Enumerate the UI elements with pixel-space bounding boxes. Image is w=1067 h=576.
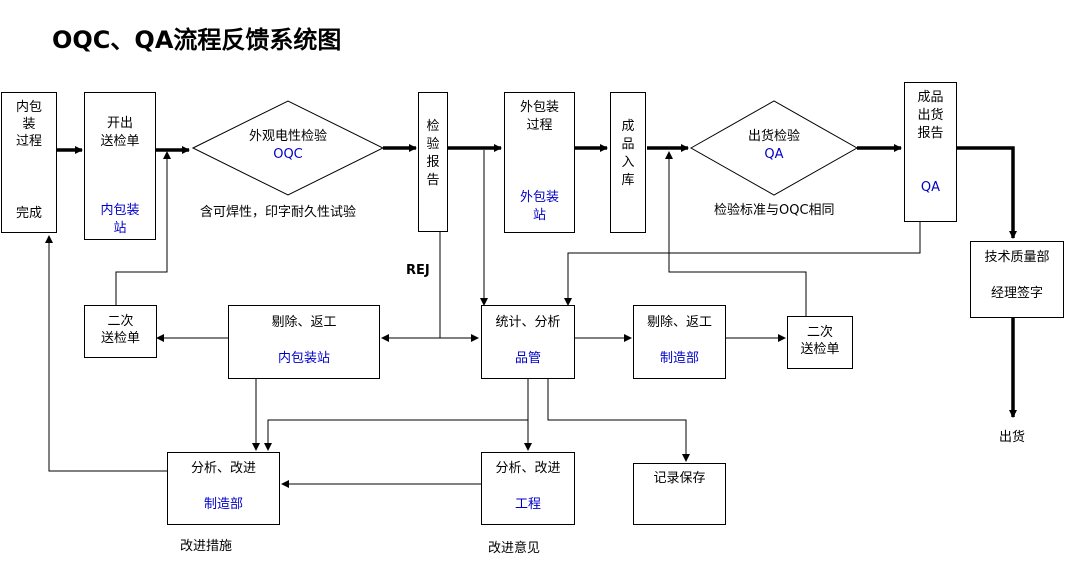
improve-mfg-caption: 改进措施 (180, 539, 233, 554)
arrow-improve-to-inner (45, 235, 167, 472)
issue-slip-dept-line1: 内包装 (100, 203, 140, 218)
fg-report-line3: 报告 (917, 126, 944, 141)
resubmit-left-box: 二次 送检单 (84, 305, 157, 358)
test-report-char: 告 (426, 173, 440, 188)
outer-pack-dept-line2: 站 (532, 208, 546, 223)
inner-pack-line3: 过程 (15, 134, 42, 149)
rework-mfg-box: 剔除、返工 制造部 (633, 305, 726, 379)
record-box: 记录保存 (633, 463, 726, 525)
qa-diamond (689, 100, 859, 196)
warehouse-char: 库 (621, 173, 635, 188)
outer-pack-line2: 过程 (526, 118, 553, 133)
qa-diamond-label: 出货检验 (747, 129, 800, 144)
inner-pack-line1: 内包 (15, 100, 42, 115)
arrow-stats-branch-to-improve (264, 419, 528, 451)
issue-slip-line2: 送检单 (100, 134, 140, 149)
arrow-resubmit-right-to-flow (665, 151, 807, 316)
inner-pack-footer: 完成 (15, 206, 42, 221)
improve-eng-label: 分析、改进 (495, 461, 561, 476)
warehouse-char: 品 (621, 137, 635, 152)
outer-pack-dept-line1: 外包装 (519, 190, 559, 205)
qa-note: 检验标准与OQC相同 (714, 203, 835, 218)
oqc-diamond-sub: OQC (273, 147, 303, 162)
resubmit-right-line1: 二次 (806, 325, 833, 340)
oqc-diamond (191, 100, 385, 196)
stats-qc-box: 统计、分析 品管 (481, 305, 575, 379)
issue-slip-box: 开出 送检单 内包装 站 (84, 92, 156, 240)
test-report-box: 检 验 报 告 (418, 92, 448, 232)
fg-report-box: 成品 出货 报告 QA (904, 82, 957, 222)
arrow-fgreport-to-stats (564, 222, 921, 306)
fg-report-sub: QA (920, 180, 941, 195)
warehouse-box: 成 品 入 库 (610, 92, 646, 233)
outer-pack-process-box: 外包装 过程 外包装 站 (504, 92, 575, 233)
improve-eng-box: 分析、改进 工程 (481, 452, 575, 525)
outer-pack-line1: 外包装 (519, 100, 559, 115)
fg-report-line1: 成品 (917, 90, 944, 105)
inner-pack-process-box: 内包 装 过程 完成 (1, 92, 57, 233)
record-label: 记录保存 (653, 471, 706, 486)
tech-qa-box: 技术质量部 经理签字 (970, 241, 1064, 318)
issue-slip-dept-line2: 站 (113, 221, 127, 236)
warehouse-char: 入 (621, 155, 635, 170)
test-report-char: 验 (426, 137, 440, 152)
improve-mfg-label: 分析、改进 (190, 461, 256, 476)
rework-inner-box: 剔除、返工 内包装站 (228, 305, 380, 379)
resubmit-left-line2: 送检单 (100, 331, 140, 346)
inner-pack-line2: 装 (22, 117, 36, 132)
ship-out-label: 出货 (999, 430, 1026, 445)
qa-diamond-sub: QA (764, 147, 784, 162)
oqc-diamond-label: 外观电性检验 (248, 129, 327, 144)
rework-mfg-label: 剔除、返工 (646, 315, 712, 330)
rework-inner-label: 剔除、返工 (271, 315, 337, 330)
stats-qc-dept: 品管 (514, 351, 541, 366)
arrow-fgreport-to-tech (957, 146, 1017, 239)
rework-inner-dept: 内包装站 (277, 351, 330, 366)
page-title: OQC、QA流程反馈系统图 (52, 26, 342, 54)
warehouse-char: 成 (621, 119, 635, 134)
issue-slip-line1: 开出 (106, 116, 133, 131)
improve-mfg-box: 分析、改进 制造部 (167, 452, 280, 525)
arrow-stats-to-record (547, 378, 690, 462)
tech-qa-line2: 经理签字 (990, 286, 1043, 301)
arrow-resubmit-left-to-flow (115, 151, 171, 305)
improve-mfg-dept: 制造部 (203, 497, 243, 512)
resubmit-right-box: 二次 送检单 (787, 316, 853, 369)
stats-qc-label: 统计、分析 (495, 315, 561, 330)
fg-report-line2: 出货 (917, 108, 944, 123)
test-report-char: 检 (426, 119, 440, 134)
improve-eng-caption: 改进意见 (488, 541, 541, 556)
rework-mfg-dept: 制造部 (659, 351, 699, 366)
rej-label: REJ (406, 263, 430, 278)
resubmit-right-line2: 送检单 (800, 342, 840, 357)
resubmit-left-line1: 二次 (107, 314, 134, 329)
oqc-note: 含可焊性，印字耐久性试验 (200, 205, 357, 220)
tech-qa-line1: 技术质量部 (984, 250, 1050, 265)
test-report-char: 报 (426, 155, 440, 170)
improve-eng-dept: 工程 (514, 497, 541, 512)
